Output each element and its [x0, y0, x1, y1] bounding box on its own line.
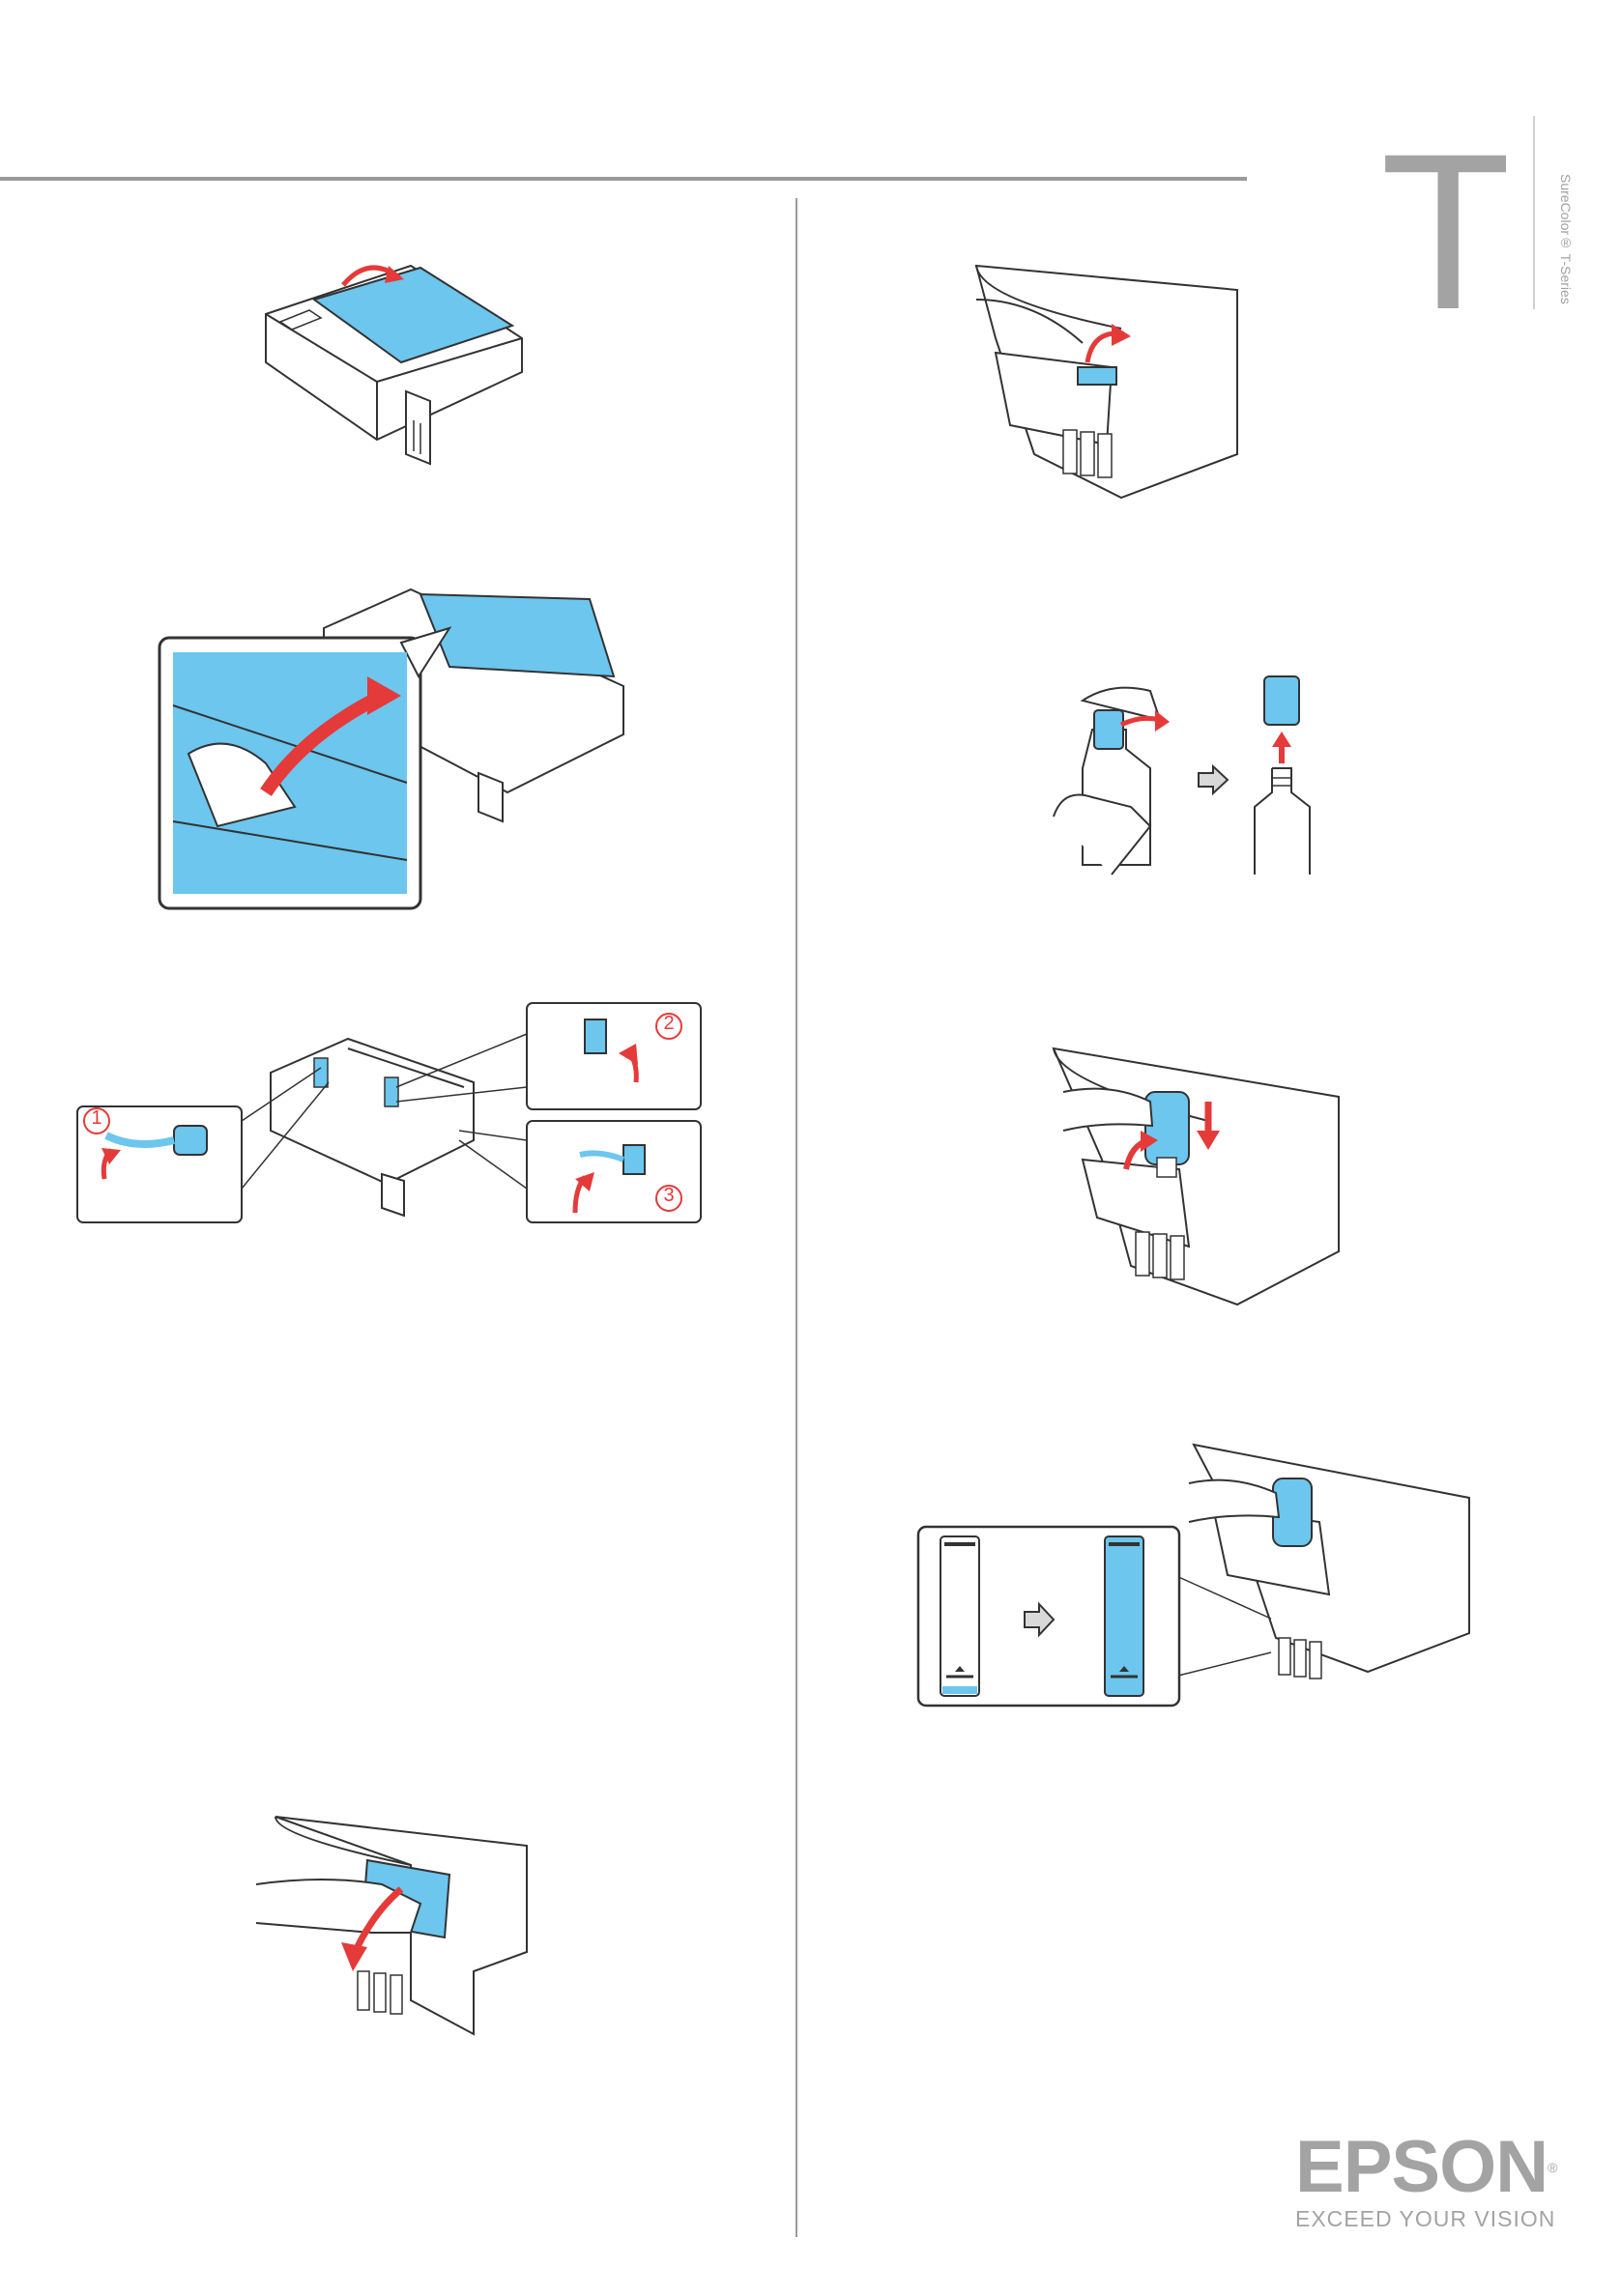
brand-tagline: EXCEED YOUR VISION [1295, 2206, 1566, 2232]
series-label: SureColor® T-Series [1554, 174, 1574, 309]
figure-insert-ink-bottle [1044, 1044, 1344, 1309]
top-rule [0, 177, 1247, 181]
registered-mark: ® [1548, 2160, 1556, 2175]
section-letter: T [1380, 145, 1506, 319]
step-number-3: 3 [660, 1185, 678, 1207]
figure-open-ink-tank-cover [256, 1807, 536, 2039]
step-number-2: 2 [660, 1013, 678, 1035]
figure-remove-bottle-cap [1054, 672, 1315, 875]
figure-ink-fill-level [913, 1440, 1474, 1720]
brand-name: EPSON [1295, 2126, 1548, 2208]
step-number-1: 1 [88, 1107, 105, 1130]
side-rule [1533, 116, 1535, 309]
figure-open-inner-cover [159, 570, 643, 913]
figure-open-tank-cap [976, 261, 1247, 502]
epson-logo: EPSON® EXCEED YOUR VISION [1295, 2131, 1566, 2232]
figure-remove-protective-material [77, 995, 706, 1227]
figure-open-printer-cover [261, 246, 532, 469]
column-divider [796, 198, 797, 2237]
